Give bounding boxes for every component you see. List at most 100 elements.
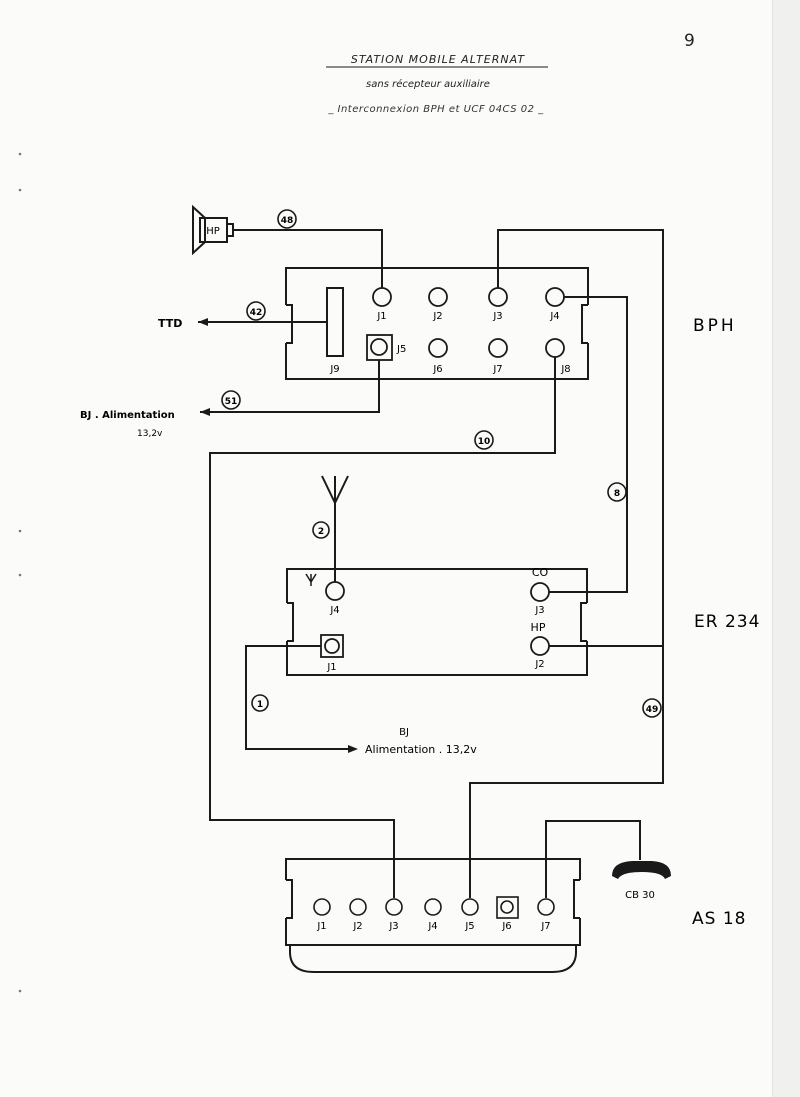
- cable-1-wire: [245, 645, 350, 750]
- er234-j4-jack: [325, 581, 345, 601]
- cable-8-badge: [607, 482, 627, 502]
- antenna-icon: [321, 475, 349, 506]
- as18-notch-right-outline: [573, 879, 580, 919]
- as18-j2-jack: [349, 898, 367, 916]
- cable-1-label: 1: [257, 700, 263, 710]
- as18-j6-square: [496, 896, 519, 919]
- cable-48-label: 48: [281, 216, 294, 226]
- cable-49-label: 49: [646, 705, 659, 715]
- cable-42-label: 42: [250, 308, 263, 318]
- bph-j4-label: J4: [549, 311, 559, 322]
- er234-j3-jack: [530, 582, 550, 602]
- bph-power-arrow-icon: [200, 408, 210, 416]
- bph-j3-label: J3: [492, 311, 502, 322]
- er234-power-bj: BJ: [399, 727, 409, 738]
- page-edge: [772, 0, 800, 1097]
- bph-j5-jack: [370, 338, 388, 356]
- as18-j3-jack: [385, 898, 403, 916]
- as18-j1-label: J1: [316, 921, 326, 932]
- bph-notch-right: [583, 305, 593, 343]
- bph-notch-right-outline: [581, 304, 588, 344]
- margin-mark: [18, 989, 22, 993]
- er234-j4-label: J4: [329, 605, 339, 616]
- as18-j4-jack: [424, 898, 442, 916]
- page-subtitle-2: _ Interconnexion BPH et UCF 04CS 02 _: [327, 104, 544, 115]
- er234-j1-label: J1: [326, 662, 336, 673]
- page-title: STATION MOBILE ALTERNAT: [351, 53, 525, 66]
- as18-unit-name: AS 18: [692, 909, 746, 929]
- er234-notch-right: [582, 603, 592, 641]
- cable-42-badge: [246, 301, 266, 321]
- as18-base: [289, 945, 577, 973]
- er234-hp-label: HP: [531, 621, 546, 634]
- as18-j6-label: J6: [501, 921, 511, 932]
- speaker-terminal: [226, 223, 234, 237]
- cable-2-label: 2: [318, 527, 324, 537]
- bph-notch-left: [280, 305, 290, 343]
- handset-cable-wire: [545, 820, 641, 898]
- er234-power-arrow-icon: [348, 745, 358, 753]
- cable-49-badge: [642, 698, 662, 718]
- bph-unit-box: [285, 267, 589, 380]
- bph-power-voltage: 13,2v: [137, 429, 163, 439]
- cable-1-badge: [251, 694, 269, 712]
- as18-notch-right: [575, 880, 585, 918]
- as18-j2-label: J2: [352, 921, 362, 932]
- cable-51-label: 51: [225, 397, 238, 407]
- margin-mark: [18, 188, 22, 192]
- as18-j7-label: J7: [540, 921, 550, 932]
- bph-j8-jack: [545, 338, 565, 358]
- bph-j6-label: J6: [432, 364, 442, 375]
- er234-unit-name: ER 234: [694, 612, 760, 632]
- bph-j2-jack: [428, 287, 448, 307]
- cable-10-wire: [209, 357, 556, 898]
- bph-power-label: BJ . Alimentation: [80, 410, 175, 421]
- bph-j1-label: J1: [376, 311, 386, 322]
- ttd-label: TTD: [158, 317, 182, 330]
- ttd-arrow-icon: [198, 318, 208, 326]
- margin-mark: [18, 152, 22, 156]
- margin-mark: [18, 529, 22, 533]
- as18-j7-jack: [537, 898, 555, 916]
- as18-j5-label: J5: [464, 921, 474, 932]
- as18-j3-label: J3: [388, 921, 398, 932]
- er234-j1-jack: [324, 638, 340, 654]
- bph-j8-label: J8: [560, 364, 570, 375]
- as18-j5-jack: [461, 898, 479, 916]
- bph-j7-label: J7: [492, 364, 502, 375]
- bph-j4-jack: [545, 287, 565, 307]
- cable-10-label: 10: [478, 437, 491, 447]
- handset-label: CB 30: [625, 890, 655, 901]
- er234-notch-right-outline: [580, 602, 587, 642]
- bph-j7-jack: [488, 338, 508, 358]
- as18-j6-jack: [500, 900, 514, 914]
- bph-j9-connector: [326, 287, 344, 357]
- speaker-label: HP: [206, 226, 220, 237]
- er234-j3-label: J3: [534, 605, 544, 616]
- as18-j1-jack: [313, 898, 331, 916]
- cable-48-badge: [277, 209, 297, 229]
- page-number: 9: [684, 31, 695, 51]
- bph-unit-name: BPH: [693, 316, 737, 336]
- cable-51-wire: [200, 360, 380, 413]
- cable-49-wire: [469, 229, 664, 898]
- as18-notch-left-outline: [286, 879, 293, 919]
- er234-co-label: CO: [532, 566, 549, 579]
- as18-j4-label: J4: [427, 921, 437, 932]
- er234-j2-label: J2: [534, 659, 544, 670]
- er234-power-label: Alimentation . 13,2v: [365, 743, 477, 756]
- as18-unit-box: [285, 858, 581, 946]
- cable-2-badge: [312, 521, 330, 539]
- bph-j9-label: J9: [329, 364, 339, 375]
- bph-j6-jack: [428, 338, 448, 358]
- bph-notch-left-outline: [286, 304, 293, 344]
- bph-j5-label: J5: [396, 344, 406, 355]
- as18-notch-left: [280, 880, 290, 918]
- page-subtitle: sans récepteur auxiliaire: [366, 78, 490, 90]
- cable-8-label: 8: [614, 489, 620, 499]
- cable-48-wire: [233, 229, 383, 288]
- handset-icon: [612, 861, 671, 879]
- cable-51-badge: [221, 390, 241, 410]
- bph-j1-jack: [372, 287, 392, 307]
